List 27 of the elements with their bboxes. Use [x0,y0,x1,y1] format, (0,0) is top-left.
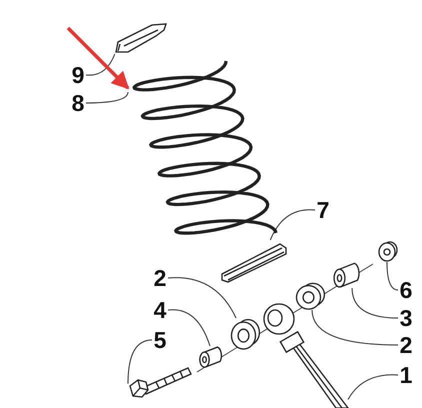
arrow [66,26,130,90]
callout-number: 9 [70,63,86,87]
shock-absorber-drawing [262,302,348,408]
callout-number: 5 [152,328,168,352]
callout-number: 2 [398,333,414,357]
spacer-sleeve-drawing [332,262,362,288]
leader-line [312,310,398,346]
leader-line [86,54,116,76]
callout-number: 3 [398,306,414,330]
bushing-drawing [295,282,325,310]
leader-line [352,288,398,318]
leader-line [168,309,210,346]
callout-number: 2 [152,266,168,290]
spacer-sleeve-drawing [198,346,224,368]
grommet-drawing [378,240,398,262]
bolt-drawing [128,366,192,398]
callout-number: 6 [398,278,414,302]
leader-line [86,92,128,104]
bushing-drawing [230,318,260,350]
leader-line [270,209,316,240]
callout-number: 8 [70,91,86,115]
callout-number: 1 [398,363,414,387]
callout-number: 4 [152,298,168,322]
leader-line [168,277,236,318]
leader-line [128,340,152,384]
leader-line [386,262,398,290]
callout-number: 7 [315,198,331,222]
